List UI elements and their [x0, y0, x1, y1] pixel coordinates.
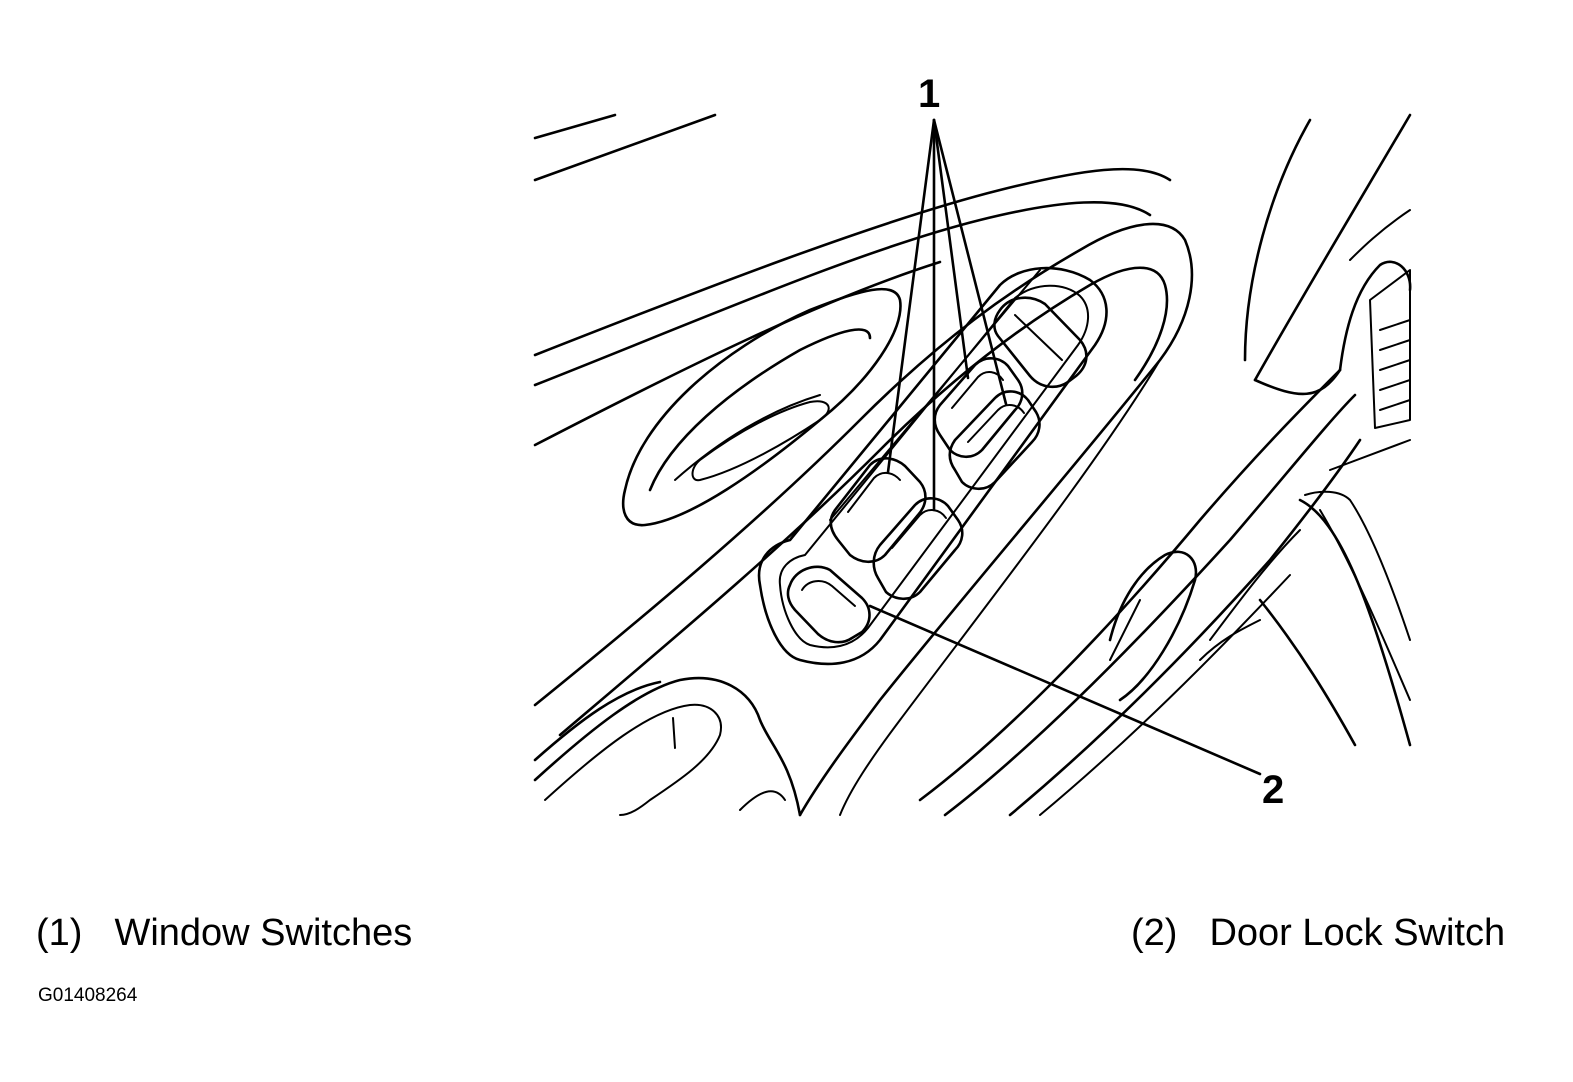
leader-lines — [868, 118, 1262, 776]
figure-id: G01408264 — [38, 985, 138, 1006]
window-switch-rear-left — [872, 497, 964, 601]
door-panel-drawing — [533, 113, 1412, 817]
legend-item-door-lock-switch: (2) Door Lock Switch — [1131, 914, 1505, 952]
right-interior-structure — [918, 113, 1412, 817]
window-switch-rear-right — [948, 390, 1041, 491]
legend-label: Door Lock Switch — [1209, 912, 1506, 954]
armrest-contour — [533, 222, 1194, 817]
door-pull-handle — [621, 287, 902, 527]
door-trim-lines — [533, 113, 1172, 447]
legend-number: (2) — [1131, 912, 1178, 954]
window-switch-front-right — [933, 357, 1024, 459]
legend-number: (1) — [36, 912, 83, 954]
legend-item-window-switches: (1) Window Switches — [36, 914, 412, 952]
door-lock-switch — [786, 565, 871, 644]
callout-2: 2 — [1262, 768, 1285, 812]
window-switches — [829, 296, 1088, 601]
window-switch-front-left — [829, 457, 927, 564]
lower-door-pocket — [533, 676, 802, 817]
callout-1: 1 — [918, 72, 941, 116]
legend-label: Window Switches — [114, 912, 413, 954]
